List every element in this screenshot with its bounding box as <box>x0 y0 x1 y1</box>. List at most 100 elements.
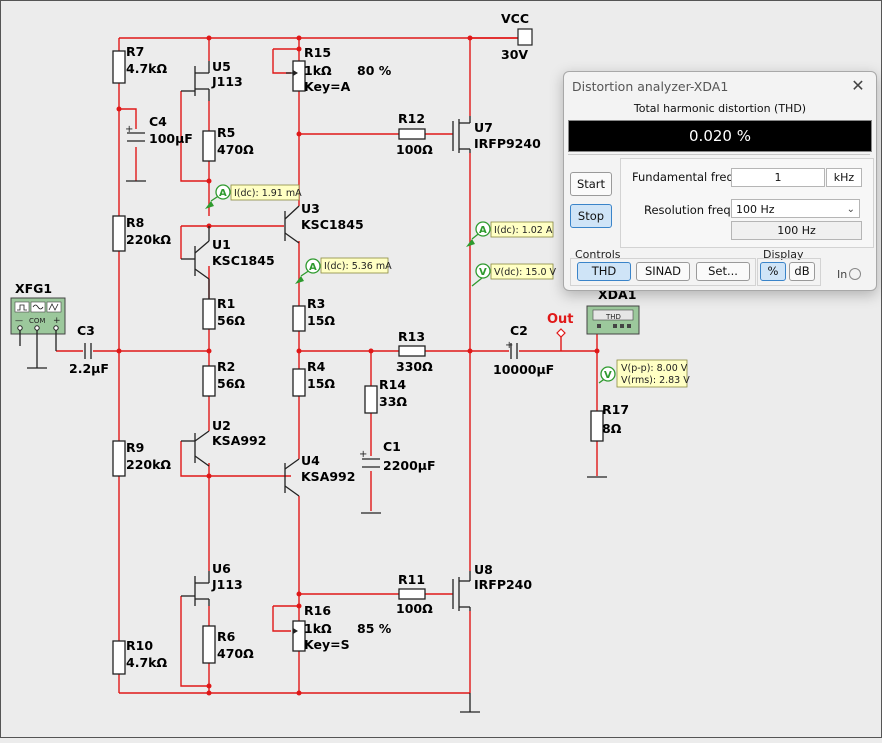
r13-body[interactable] <box>398 345 426 357</box>
db-button[interactable]: dB <box>789 262 815 281</box>
r6-name: R6 <box>217 629 236 644</box>
probe-ammeter-1[interactable]: A I(dc): 1.91 mA <box>205 184 302 209</box>
probe-ammeter-3[interactable]: A I(dc): 1.02 A <box>466 221 554 247</box>
r5-value: 470Ω <box>217 142 254 157</box>
resolution-freq-readout: 100 Hz <box>731 221 862 240</box>
r7-name: R7 <box>126 44 144 59</box>
xda-screen-label: THD <box>605 313 621 321</box>
thd-button[interactable]: THD <box>577 262 631 281</box>
r5-body[interactable] <box>202 130 216 162</box>
probe-ammeter-2[interactable]: A I(dc): 5.36 mA <box>295 257 392 284</box>
u2-symbol[interactable] <box>181 430 210 467</box>
r4-body[interactable] <box>292 368 306 397</box>
r7-value: 4.7kΩ <box>126 61 167 76</box>
probe-5-line1: V(p-p): 8.00 V <box>621 363 688 374</box>
r10-body[interactable] <box>112 640 126 675</box>
r3-name: R3 <box>307 296 325 311</box>
resolution-freq-select[interactable]: 100 Hz ⌄ <box>731 199 860 218</box>
stop-button[interactable]: Stop <box>570 204 612 228</box>
set-button[interactable]: Set... <box>696 262 750 281</box>
fundamental-freq-input[interactable]: 1 <box>731 168 825 187</box>
r2-name: R2 <box>217 359 235 374</box>
u3-symbol[interactable] <box>284 205 300 244</box>
close-icon[interactable]: ✕ <box>851 76 865 95</box>
r14-name: R14 <box>379 377 406 392</box>
xfg-name: XFG1 <box>15 281 52 296</box>
start-button[interactable]: Start <box>570 172 612 196</box>
divider <box>568 154 870 155</box>
probe-voltmeter-1[interactable]: V V(dc): 15.0 V <box>471 263 557 287</box>
u7-symbol[interactable] <box>452 116 471 153</box>
resolution-freq-value: 100 Hz <box>736 203 775 216</box>
out-marker[interactable] <box>556 328 566 338</box>
r15-percent: 80 % <box>357 63 392 78</box>
probe-4-reading: V(dc): 15.0 V <box>494 267 557 278</box>
r7-body[interactable] <box>112 50 126 84</box>
r14-value: 33Ω <box>379 394 407 409</box>
thd-display: 0.020 % <box>568 120 872 152</box>
resolution-freq-label: Resolution freq. <box>644 203 735 217</box>
distortion-analyzer-instrument[interactable]: THD <box>586 305 640 335</box>
u1-symbol[interactable] <box>181 226 210 299</box>
u6-name: U6 <box>212 561 231 576</box>
u4-name: U4 <box>301 453 320 468</box>
c1-name: C1 <box>383 439 401 454</box>
c2-name: C2 <box>510 323 528 338</box>
r12-body[interactable] <box>398 128 426 140</box>
u5-symbol[interactable] <box>181 61 210 101</box>
c3-symbol[interactable] <box>84 343 92 359</box>
vcc-terminal[interactable] <box>517 28 533 46</box>
in-terminal-icon[interactable] <box>849 268 861 280</box>
u3-value: KSC1845 <box>301 217 364 232</box>
r14-body[interactable] <box>364 385 378 414</box>
xfg-plus-label: + <box>53 316 61 326</box>
sinad-button[interactable]: SINAD <box>636 262 690 281</box>
u4-symbol[interactable] <box>284 458 300 497</box>
vcc-value: 30V <box>501 47 528 62</box>
r4-value: 15Ω <box>307 376 335 391</box>
fundamental-freq-label: Fundamental freq. <box>632 170 738 184</box>
r15-name: R15 <box>304 45 331 60</box>
probe-voltmeter-2[interactable]: V V(p-p): 8.00 V V(rms): 2.83 V <box>598 359 690 388</box>
c4-value: 100µF <box>149 131 193 146</box>
r13-value: 330Ω <box>396 359 433 374</box>
r9-name: R9 <box>126 440 144 455</box>
u3-name: U3 <box>301 201 320 216</box>
r10-value: 4.7kΩ <box>126 655 167 670</box>
r11-body[interactable] <box>398 588 426 600</box>
c4-symbol[interactable]: + <box>125 124 145 142</box>
u6-symbol[interactable] <box>181 571 210 606</box>
r1-body[interactable] <box>202 298 216 330</box>
r17-body[interactable] <box>590 410 604 442</box>
c3-value: 2.2µF <box>69 361 109 376</box>
r6-value: 470Ω <box>217 646 254 661</box>
r16-body[interactable] <box>292 620 306 652</box>
r16-key: Key=S <box>304 637 350 652</box>
sine-wave-icon <box>32 304 44 310</box>
c2-symbol[interactable]: + <box>505 340 518 359</box>
u2-name: U2 <box>212 418 231 433</box>
u7-name: U7 <box>474 120 493 135</box>
r15-wiper-icon <box>293 70 298 76</box>
function-generator[interactable]: — COM + <box>10 297 66 335</box>
controls-group-label: Controls <box>575 248 621 261</box>
u1-name: U1 <box>212 237 231 252</box>
r9-body[interactable] <box>112 440 126 477</box>
r10-name: R10 <box>126 638 153 653</box>
r2-body[interactable] <box>202 365 216 397</box>
c1-symbol[interactable]: + <box>359 449 380 468</box>
probe-3-type: A <box>479 225 487 236</box>
distortion-analyzer-dialog[interactable]: Distortion analyzer-XDA1 ✕ Total harmoni… <box>563 71 877 291</box>
u5-name: U5 <box>212 59 231 74</box>
fundamental-freq-unit[interactable]: kHz <box>826 168 862 187</box>
r6-body[interactable] <box>202 625 216 664</box>
r3-value: 15Ω <box>307 313 335 328</box>
u8-symbol[interactable] <box>452 571 471 611</box>
r3-body[interactable] <box>292 305 306 332</box>
u2-value: KSA992 <box>212 433 266 448</box>
chevron-down-icon: ⌄ <box>846 204 855 215</box>
percent-button[interactable]: % <box>760 262 786 281</box>
r8-body[interactable] <box>112 215 126 252</box>
